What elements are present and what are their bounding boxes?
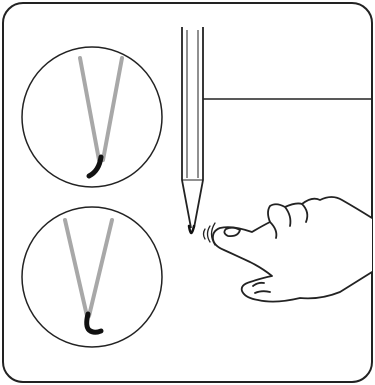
hand-outline [211,196,373,303]
needle-tip [187,224,196,235]
wire-left-bottom [63,218,89,318]
wire-right-top [101,56,124,162]
detail-view-top [21,46,163,188]
tip-bent-top [86,154,104,179]
hand [211,196,373,303]
panel-frame [2,2,373,383]
tip-bent-bottom [84,311,104,335]
wire-right-bottom [87,218,114,318]
wire-left-top [78,56,101,162]
needle [181,27,204,235]
thumbnail [223,226,241,238]
detail-view-bottom [21,206,163,348]
